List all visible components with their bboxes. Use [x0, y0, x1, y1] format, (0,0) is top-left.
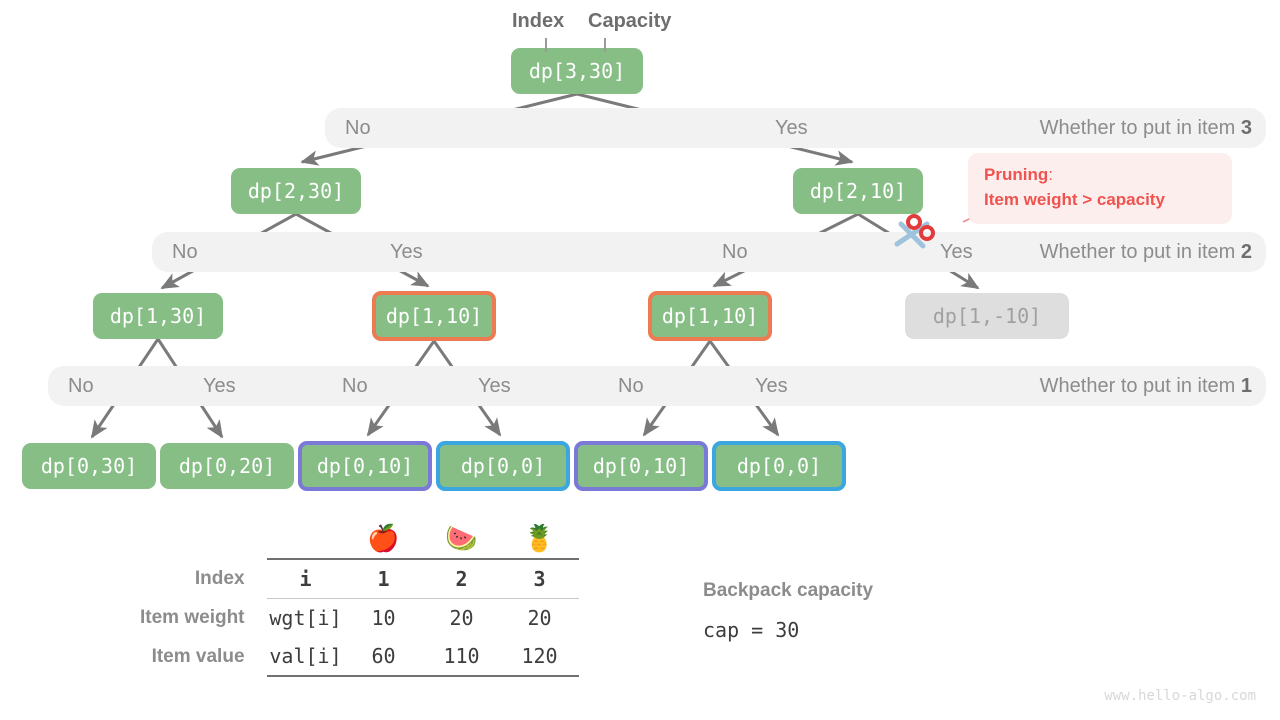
value-value-3: 120: [521, 644, 558, 668]
weight-value-2: 20: [422, 598, 501, 637]
decision-question-item1: Whether to put in item 1: [1039, 374, 1252, 397]
branch-label-yes: Yes: [755, 374, 788, 397]
tree-node-dp-0-10-b[interactable]: dp[0,10]: [574, 441, 708, 491]
table-row-index: Index i 1 2 3: [140, 558, 579, 599]
row-label-item-weight: Item weight: [140, 606, 245, 628]
branch-label-no: No: [68, 374, 94, 397]
tree-node-dp-0-20[interactable]: dp[0,20]: [160, 443, 294, 489]
row-key-wgt: wgt[i]: [266, 598, 345, 637]
decision-row-item2: No Yes No Yes Whether to put in item 2: [152, 232, 1266, 272]
decision-row-item3: No Yes Whether to put in item 3: [325, 108, 1266, 148]
pruning-detail: Item weight > capacity: [984, 189, 1165, 209]
tree-node-dp-2-10[interactable]: dp[2,10]: [793, 168, 923, 214]
items-table: 🍎 🍉 🍍 Index i 1 2 3 Item weight wgt[i] 1…: [140, 518, 579, 678]
bottom-rule-3: [422, 675, 501, 678]
index-value-3: 3: [500, 558, 579, 599]
value-value-2: 110: [443, 644, 480, 668]
tree-node-dp-0-0-b[interactable]: dp[0,0]: [712, 441, 846, 491]
index-annotation-label: Index: [512, 10, 565, 32]
bottom-rule-1: [266, 675, 345, 678]
backpack-capacity-value: cap = 30: [703, 618, 800, 642]
weight-value-3: 20: [500, 598, 579, 637]
decision-question-item2: Whether to put in item 2: [1039, 240, 1252, 263]
branch-label-yes: Yes: [478, 374, 511, 397]
backpack-capacity-label: Backpack capacity: [703, 580, 874, 601]
value-value-1: 60: [371, 644, 396, 668]
item-emoji-apple: 🍎: [367, 523, 400, 553]
tree-node-dp-1-30[interactable]: dp[1,30]: [93, 293, 223, 339]
tree-node-dp-1-10-right[interactable]: dp[1,10]: [648, 291, 772, 341]
item-emoji-pineapple: 🍍: [523, 523, 556, 553]
branch-label-no: No: [618, 374, 644, 397]
bottom-rule-spacer: [140, 676, 267, 677]
weight-value-1: 10: [344, 598, 423, 637]
branch-label-yes: Yes: [775, 116, 808, 139]
scissors-icon: [894, 214, 935, 249]
index-value-1: 1: [344, 558, 423, 599]
tree-node-dp-0-0-a[interactable]: dp[0,0]: [436, 441, 570, 491]
table-row-item-value: Item value val[i] 60 110 120: [140, 637, 579, 676]
bottom-rule-2: [344, 675, 423, 678]
row-key-val: val[i]: [269, 644, 342, 668]
branch-label-yes: Yes: [203, 374, 236, 397]
branch-label-no: No: [722, 240, 748, 263]
emoji-row-spacer: [140, 518, 267, 559]
capacity-annotation-label: Capacity: [588, 10, 672, 32]
index-value-2: 2: [422, 558, 501, 599]
tree-node-dp-1-10-left[interactable]: dp[1,10]: [372, 291, 496, 341]
table-row-emoji: 🍎 🍉 🍍: [140, 518, 579, 559]
item-emoji-watermelon: 🍉: [445, 523, 478, 553]
tree-node-dp-1-neg10-pruned[interactable]: dp[1,-10]: [905, 293, 1069, 339]
tree-node-dp-2-30[interactable]: dp[2,30]: [231, 168, 361, 214]
tree-node-dp-3-30[interactable]: dp[3,30]: [511, 48, 643, 94]
branch-label-no: No: [172, 240, 198, 263]
branch-label-no: No: [345, 116, 371, 139]
tree-node-dp-0-10-a[interactable]: dp[0,10]: [298, 441, 432, 491]
site-watermark: www.hello-algo.com: [1104, 688, 1256, 704]
table-row-item-weight: Item weight wgt[i] 10 20 20: [140, 598, 579, 637]
decision-row-item1: No Yes No Yes No Yes Whether to put in i…: [48, 366, 1266, 406]
branch-label-no: No: [342, 374, 368, 397]
tree-node-dp-0-30[interactable]: dp[0,30]: [22, 443, 156, 489]
table-bottom-rule: [140, 675, 579, 678]
branch-label-yes: Yes: [940, 240, 973, 263]
bottom-rule-4: [500, 675, 579, 678]
row-key-index: i: [266, 558, 345, 599]
items-table-grid: 🍎 🍉 🍍 Index i 1 2 3 Item weight wgt[i] 1…: [140, 518, 579, 678]
decision-question-item3: Whether to put in item 3: [1039, 116, 1252, 139]
branch-label-yes: Yes: [390, 240, 423, 263]
emoji-key-spacer: [267, 518, 345, 559]
pruning-callout: Pruning: Item weight > capacity: [968, 153, 1232, 225]
row-label-item-value: Item value: [151, 645, 245, 667]
row-label-index: Index: [194, 567, 245, 589]
pruning-title-line: Pruning:: [984, 165, 1053, 184]
